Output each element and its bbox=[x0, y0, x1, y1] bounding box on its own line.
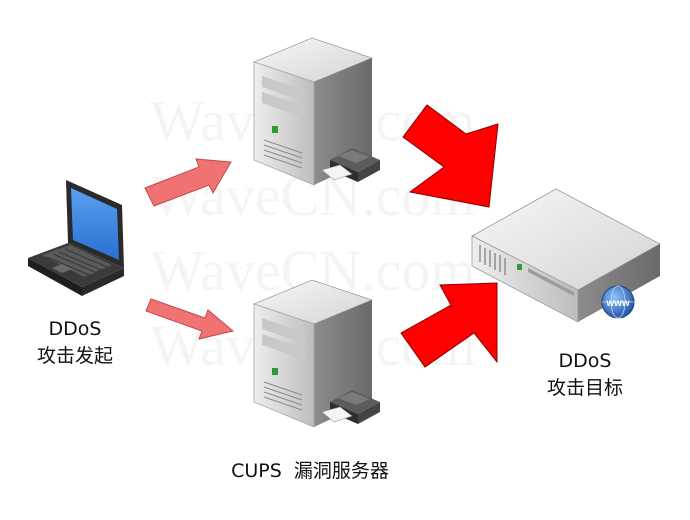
small-arrow-down bbox=[145, 298, 235, 340]
cups-servers-label: CUPS 漏洞服务器 bbox=[190, 458, 430, 485]
laptop-icon bbox=[28, 180, 124, 296]
server-tower-icon bbox=[252, 37, 374, 186]
globe-badge-text: www bbox=[605, 298, 630, 309]
attacker-label-line2: 攻击发起 bbox=[36, 345, 113, 367]
target-label-line2: 攻击目标 bbox=[546, 377, 623, 399]
printer-icon bbox=[321, 390, 380, 424]
globe-icon: www bbox=[601, 285, 635, 319]
target-label: DDoS 攻击目标 bbox=[530, 348, 640, 402]
target-label-line1: DDoS bbox=[558, 350, 612, 372]
cups-servers-label-text: CUPS 漏洞服务器 bbox=[231, 460, 389, 482]
small-arrow-up bbox=[144, 158, 232, 207]
large-arrow-down bbox=[400, 282, 498, 368]
attacker-label: DDoS 攻击发起 bbox=[20, 316, 130, 370]
server-tower-icon bbox=[252, 279, 374, 428]
rack-server-icon bbox=[471, 188, 661, 323]
attacker-label-line1: DDoS bbox=[48, 318, 102, 340]
printer-icon bbox=[321, 148, 380, 182]
large-arrow-up bbox=[402, 104, 499, 208]
